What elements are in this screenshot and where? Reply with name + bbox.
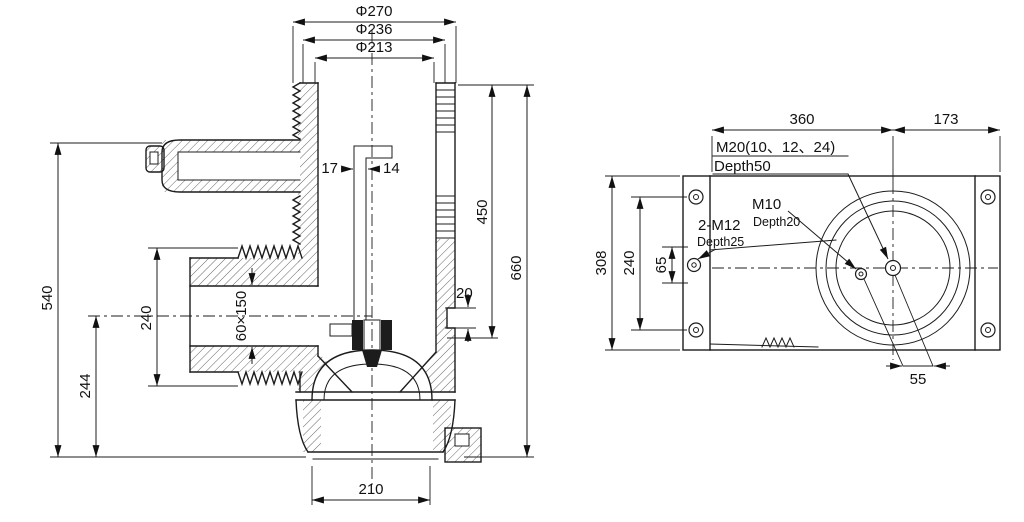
dim-240-right: 240 (621, 250, 638, 275)
dim-65: 65 (653, 257, 670, 274)
dim-55: 55 (910, 371, 927, 388)
corrugation-rings (435, 89, 456, 239)
left-view-section: Φ270 Φ236 Φ213 17 14 450 660 (39, 3, 534, 505)
dim-17: 17 (321, 160, 338, 177)
contact-and-dome (311, 319, 433, 401)
dim-660: 660 (508, 255, 525, 280)
flange-body (682, 175, 1001, 351)
dim-173: 173 (933, 111, 958, 128)
dim-210: 210 (358, 481, 383, 498)
insulator-body-outline (291, 82, 456, 393)
dimensions-left: Φ270 Φ236 Φ213 17 14 450 660 (39, 3, 534, 505)
label-m10: M10 (752, 196, 781, 213)
right-view-top: 360 173 M20(10、12、24) Depth50 M10 Depth2… (593, 111, 1001, 388)
cone-profile (709, 239, 837, 349)
dimensions-right: 360 173 M20(10、12、24) Depth50 M10 Depth2… (593, 111, 1001, 388)
label-m20-depth: Depth50 (714, 158, 771, 175)
tapped-holes (686, 257, 902, 281)
dim-20: 20 (456, 285, 473, 302)
section-cavities (150, 152, 469, 452)
dim-450: 450 (474, 199, 491, 224)
dim-308: 308 (593, 250, 610, 275)
dim-60x150: 60×150 (233, 291, 250, 341)
upper-bushing-arm (145, 139, 301, 193)
label-m20: M20(10、12、24) (716, 139, 835, 156)
dim-phi270: Φ270 (356, 3, 393, 20)
dim-240: 240 (138, 305, 155, 330)
dim-360: 360 (789, 111, 814, 128)
dim-phi236: Φ236 (356, 21, 393, 38)
centerlines-left (88, 30, 373, 485)
dim-244: 244 (77, 373, 94, 398)
label-m10-depth: Depth20 (753, 215, 800, 229)
inner-conductor (353, 145, 393, 321)
base-flange (295, 391, 482, 463)
label-2m12-depth: Depth25 (697, 235, 744, 249)
label-2m12: 2-M12 (698, 217, 741, 234)
dim-540: 540 (39, 285, 56, 310)
dim-phi213: Φ213 (356, 39, 393, 56)
dim-14: 14 (383, 160, 400, 177)
lower-socket (189, 243, 319, 393)
